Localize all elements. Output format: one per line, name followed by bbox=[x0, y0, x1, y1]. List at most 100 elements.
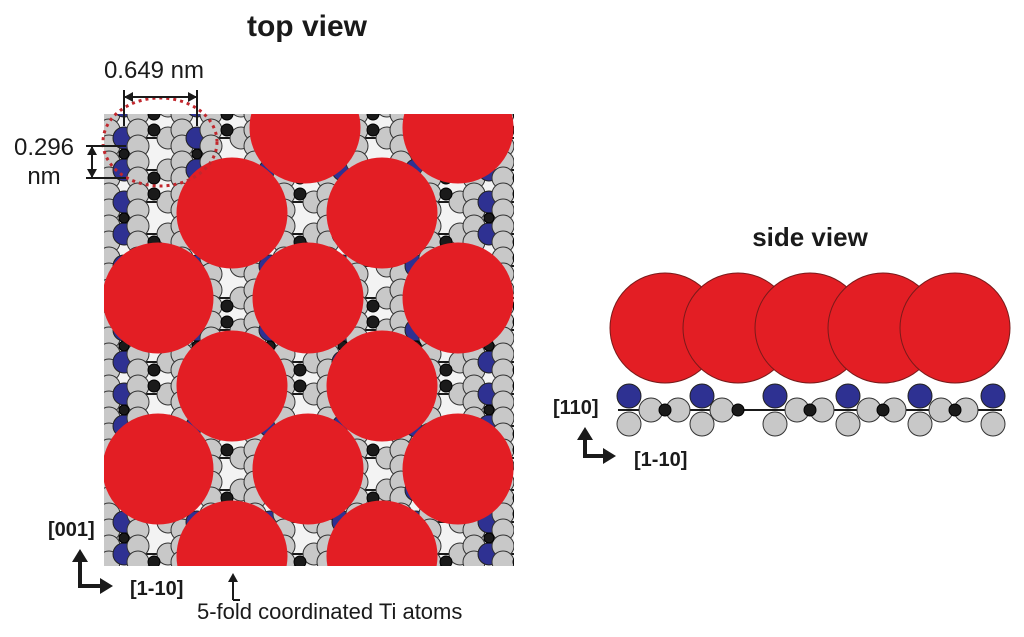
oxygen-atom bbox=[565, 487, 587, 509]
oxygen-atom bbox=[522, 255, 544, 277]
oxygen-atom bbox=[54, 215, 76, 237]
bridging-oxygen-atom bbox=[480, 114, 498, 118]
titanium-atom bbox=[46, 341, 56, 351]
bridging-oxygen-atom bbox=[551, 191, 573, 213]
titanium-atom bbox=[293, 187, 307, 201]
oxygen-atom bbox=[305, 114, 323, 118]
oxygen-atom bbox=[522, 159, 544, 181]
titanium-atom bbox=[118, 404, 130, 416]
oxygen-atom bbox=[565, 87, 587, 109]
oxygen-atom bbox=[565, 263, 587, 285]
oxygen-atom bbox=[54, 199, 76, 221]
titanium-atom bbox=[366, 443, 380, 457]
titanium-atom bbox=[440, 572, 452, 584]
oxygen-atom bbox=[98, 87, 120, 109]
oxygen-atom bbox=[522, 575, 544, 597]
oxygen-atom bbox=[609, 567, 631, 589]
adsorbate-molecule bbox=[176, 330, 288, 442]
titanium-atom bbox=[366, 114, 380, 121]
oxygen-atom bbox=[54, 487, 76, 509]
oxygen-atom bbox=[565, 375, 587, 397]
adsorbate-molecule bbox=[176, 500, 288, 566]
oxygen-atom bbox=[232, 114, 250, 118]
titanium-atom bbox=[147, 123, 161, 137]
oxygen-atom bbox=[244, 567, 266, 589]
oxygen-atom bbox=[609, 103, 631, 125]
oxygen-atom bbox=[565, 535, 587, 557]
bridging-oxygen-atom bbox=[40, 191, 62, 213]
bridging-oxygen-atom bbox=[259, 575, 281, 597]
oxygen-atom bbox=[104, 258, 107, 274]
unit-cell-dimensions: 0.649 nm 0.296 nm bbox=[14, 57, 219, 190]
oxygen-atom bbox=[595, 223, 617, 245]
oxygen-atom bbox=[609, 135, 631, 157]
oxygen-atom bbox=[565, 583, 587, 605]
bridging-oxygen-atom bbox=[551, 287, 573, 309]
top-view-panel bbox=[40, 85, 631, 607]
titanium-atom bbox=[265, 85, 275, 95]
titanium-atom bbox=[586, 236, 598, 248]
titanium-atom bbox=[557, 341, 567, 351]
height-arrow-bottom bbox=[87, 169, 97, 178]
titanium-atom bbox=[512, 429, 514, 439]
titanium-atom bbox=[484, 597, 494, 607]
titanium-atom bbox=[439, 555, 453, 566]
titanium-atom bbox=[191, 148, 203, 160]
side-axis-vertical-arrowhead bbox=[577, 427, 593, 440]
oxygen-atom bbox=[244, 87, 266, 109]
adsorbate-molecule bbox=[104, 413, 214, 525]
oxygen-atom bbox=[54, 263, 76, 285]
oxygen-atom bbox=[54, 279, 76, 301]
titanium-atom bbox=[512, 317, 514, 327]
oxygen-atom bbox=[536, 439, 558, 461]
oxygen-atom bbox=[463, 87, 485, 109]
titanium-atom bbox=[512, 557, 514, 566]
oxygen-atom bbox=[54, 231, 76, 253]
oxygen-atom bbox=[536, 263, 558, 285]
oxygen-atom bbox=[536, 343, 558, 365]
oxygen-atom bbox=[303, 575, 325, 597]
titanium-atom bbox=[512, 173, 514, 183]
titanium-atom bbox=[220, 299, 234, 313]
oxygen-atom bbox=[522, 383, 544, 405]
titanium-atom bbox=[586, 108, 598, 120]
oxygen-atom bbox=[54, 375, 76, 397]
oxygen-atom bbox=[54, 311, 76, 333]
titanium-atom bbox=[586, 380, 598, 392]
bridging-oxygen-atom bbox=[405, 575, 427, 597]
oxygen-atom bbox=[565, 231, 587, 253]
bridging-oxygen-atom bbox=[40, 415, 62, 437]
side-view-substrate bbox=[616, 383, 1006, 437]
top-axis-vertical-label: [001] bbox=[48, 519, 95, 541]
adsorbate-molecule bbox=[252, 413, 364, 525]
oxygen-atom bbox=[390, 87, 412, 109]
titanium-atom bbox=[439, 187, 453, 201]
oxygen-atom bbox=[522, 191, 544, 213]
oxygen-atom bbox=[565, 215, 587, 237]
titanium-atom bbox=[557, 469, 567, 479]
oxygen-atom bbox=[54, 327, 76, 349]
bridging-oxygen-atom bbox=[40, 383, 62, 405]
adsorbate-molecule bbox=[402, 242, 514, 354]
bridging-oxygen-atom bbox=[40, 575, 62, 597]
oxygen-atom bbox=[565, 327, 587, 349]
titanium-atom bbox=[557, 85, 567, 95]
oxygen-atom bbox=[449, 575, 471, 597]
oxygen-atom bbox=[104, 290, 107, 306]
oxygen-atom bbox=[317, 567, 339, 589]
oxygen-atom bbox=[536, 375, 558, 397]
titanium-atom bbox=[46, 277, 56, 287]
titanium-atom bbox=[75, 492, 87, 504]
titanium-atom bbox=[512, 381, 514, 391]
bridging-oxygen-atom bbox=[40, 223, 62, 245]
oxygen-atom bbox=[595, 351, 617, 373]
oxygen-atom bbox=[536, 583, 558, 605]
oxygen-atom bbox=[609, 535, 631, 557]
side-titanium-atom bbox=[658, 403, 672, 417]
titanium-atom bbox=[220, 114, 234, 121]
oxygen-atom bbox=[595, 127, 617, 149]
adsorbate-molecule bbox=[402, 413, 514, 525]
titanium-atom bbox=[118, 148, 130, 160]
oxygen-atom bbox=[609, 471, 631, 493]
side-bridging-oxygen-atom bbox=[980, 383, 1006, 409]
